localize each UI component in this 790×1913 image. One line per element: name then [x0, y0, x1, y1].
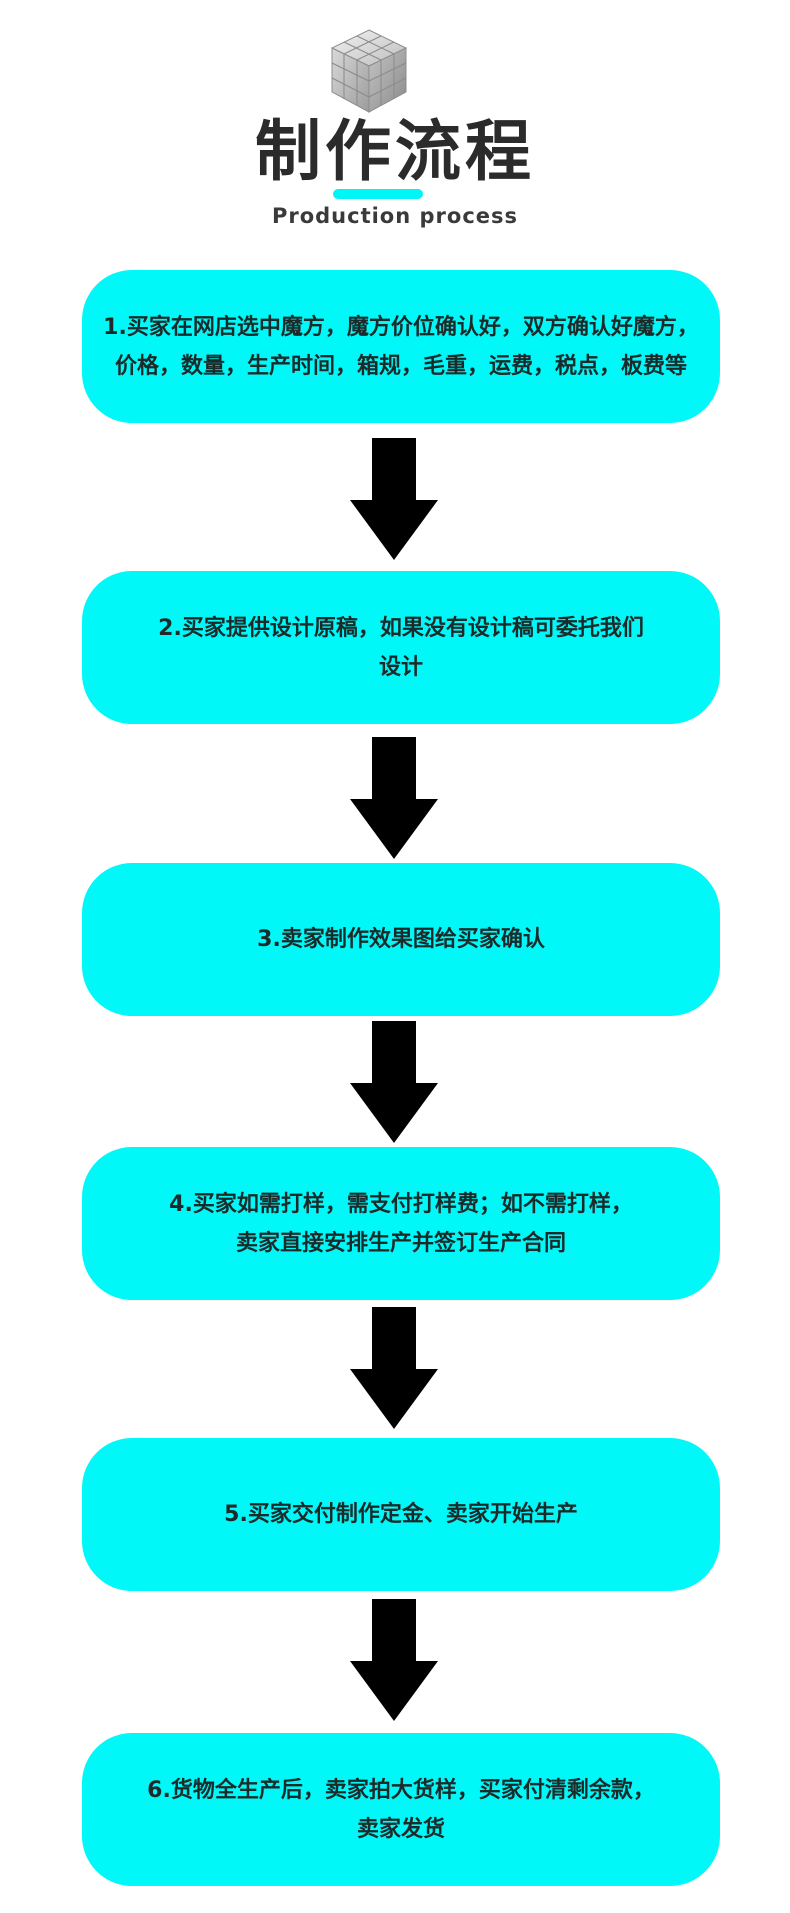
step-3-text: 3.卖家制作效果图给买家确认 — [257, 920, 545, 959]
step-5-text: 5.买家交付制作定金、卖家开始生产 — [224, 1495, 578, 1534]
step-2-text: 2.买家提供设计原稿，如果没有设计稿可委托我们 设计 — [158, 609, 644, 687]
step-6-box: 6.货物全生产后，卖家拍大货样，买家付清剩余款， 卖家发货 — [82, 1733, 720, 1886]
step-4-text: 4.买家如需打样，需支付打样费；如不需打样， 卖家直接安排生产并签订生产合同 — [169, 1185, 633, 1263]
down-arrow-icon — [350, 1599, 438, 1721]
title-underline — [333, 189, 423, 199]
step-1-box: 1.买家在网店选中魔方，魔方价位确认好，双方确认好魔方， 价格，数量，生产时间，… — [82, 270, 720, 423]
step-6-text: 6.货物全生产后，卖家拍大货样，买家付清剩余款， 卖家发货 — [147, 1771, 655, 1849]
step-1-text: 1.买家在网店选中魔方，魔方价位确认好，双方确认好魔方， 价格，数量，生产时间，… — [103, 308, 699, 386]
page-title: 制作流程 — [0, 112, 790, 192]
step-5-box: 5.买家交付制作定金、卖家开始生产 — [82, 1438, 720, 1591]
down-arrow-icon — [350, 737, 438, 859]
step-4-box: 4.买家如需打样，需支付打样费；如不需打样， 卖家直接安排生产并签订生产合同 — [82, 1147, 720, 1300]
down-arrow-icon — [350, 1021, 438, 1143]
down-arrow-icon — [350, 1307, 438, 1429]
page-subtitle: Production process — [0, 204, 790, 228]
header: 制作流程 Production process — [0, 0, 790, 240]
down-arrow-icon — [350, 438, 438, 560]
step-2-box: 2.买家提供设计原稿，如果没有设计稿可委托我们 设计 — [82, 571, 720, 724]
rubiks-cube-icon — [330, 28, 408, 114]
step-3-box: 3.卖家制作效果图给买家确认 — [82, 863, 720, 1016]
